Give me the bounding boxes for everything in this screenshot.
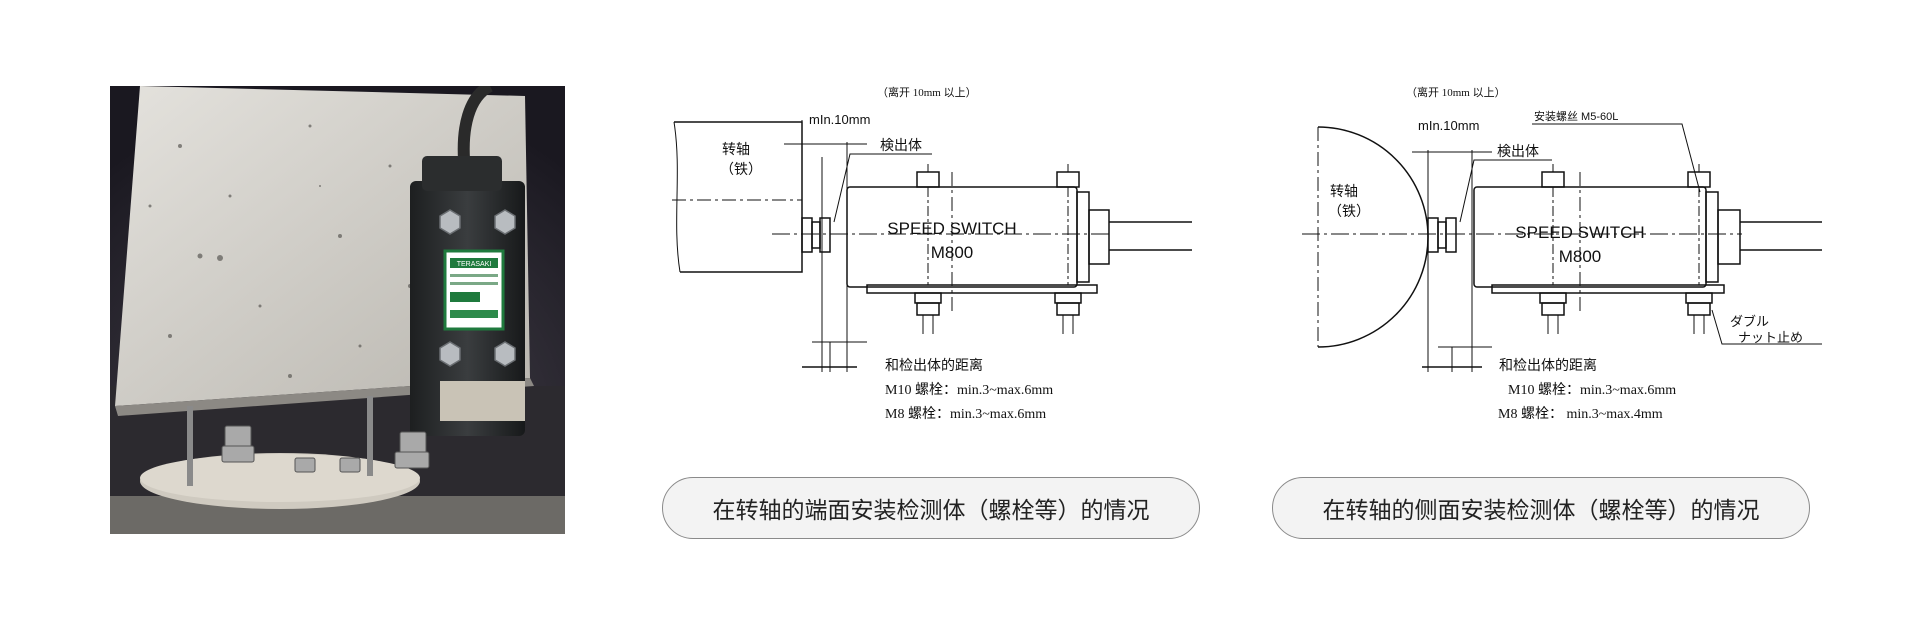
mount-screw-note: 安装螺丝 M5-60L [1534, 109, 1618, 123]
diagram-end-face: （离开 10mm 以上） mIn.10mm 转轴 （铁） 検出体 SPEED S… [672, 72, 1192, 432]
shaft-label: 转轴 [1330, 183, 1358, 199]
spec-m10: M10 螺栓：min.3~max.6mm [885, 382, 1053, 398]
end-face-schematic: （离开 10mm 以上） mIn.10mm 转轴 （铁） 検出体 SPEED S… [672, 85, 1192, 422]
body-line-2: M800 [931, 243, 974, 262]
min-dimension-label: mIn.10mm [809, 112, 870, 127]
body-line-1: SPEED SWITCH [887, 219, 1016, 238]
spec-m8: M8 螺栓：min.3~max.6mm [885, 406, 1046, 422]
caption-side-face: 在转轴的侧面安装检测体（螺栓等）的情况 [1272, 477, 1810, 539]
photo-label-text: TERASAKI [457, 261, 492, 268]
distance-title: 和检出体的距离 [885, 357, 983, 374]
shaft-material-label: （铁） [1328, 203, 1370, 219]
double-nut-label-1: ダブル [1730, 314, 1769, 329]
min-dimension-label: mIn.10mm [1418, 118, 1479, 133]
sensor-photo-illustration: TERASAKI [110, 86, 565, 534]
body-line-1: SPEED SWITCH [1515, 223, 1644, 242]
top-note: （离开 10mm 以上） [877, 85, 977, 99]
diagram-side-face: （离开 10mm 以上） mIn.10mm 安装螺丝 M5-60L 转轴 （铁）… [1302, 72, 1822, 432]
top-note: （离开 10mm 以上） [1406, 85, 1506, 99]
spec-m8: M8 螺栓： min.3~max.4mm [1498, 406, 1663, 422]
sensor-photo: TERASAKI [110, 86, 565, 534]
side-face-schematic: （离开 10mm 以上） mIn.10mm 安装螺丝 M5-60L 转轴 （铁）… [1302, 85, 1822, 422]
caption-end-face: 在转轴的端面安装检测体（螺栓等）的情况 [662, 477, 1200, 539]
detector-label: 検出体 [1497, 143, 1539, 159]
shaft-label: 转轴 [722, 141, 750, 157]
body-line-2: M800 [1559, 247, 1602, 266]
spec-m10: M10 螺栓：min.3~max.6mm [1508, 382, 1676, 398]
shaft-material-label: （铁） [720, 161, 762, 177]
distance-title: 和检出体的距离 [1499, 357, 1597, 374]
detector-label: 検出体 [880, 137, 922, 153]
double-nut-label-2: ナット止め [1738, 330, 1803, 345]
